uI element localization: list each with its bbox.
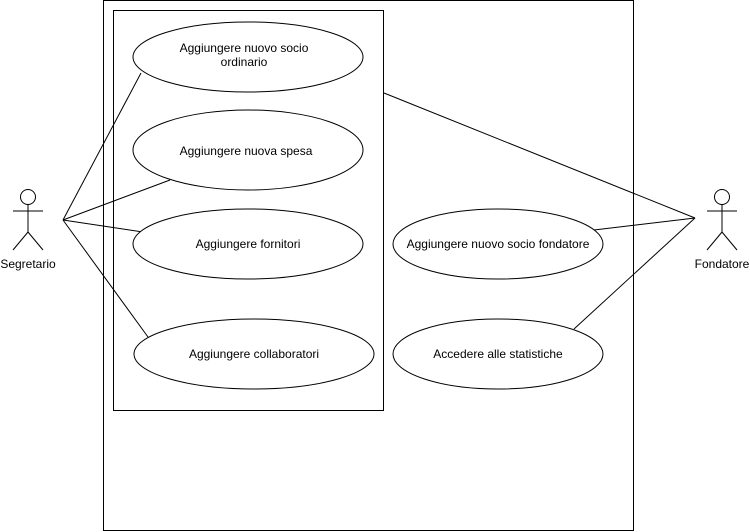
use-case-ellipse xyxy=(392,318,604,390)
association-segretario-nuovo-socio-ordinario xyxy=(62,72,142,221)
use-case-nuovo-socio-ordinario[interactable]: Aggiungere nuovo socio ordinario xyxy=(132,21,364,93)
use-case-nuova-spesa[interactable]: Aggiungere nuova spesa xyxy=(132,109,364,191)
actor-label: Segretario xyxy=(0,257,56,271)
use-case-label-line1: Aggiungere nuovo socio xyxy=(180,41,309,55)
stick-figure-icon xyxy=(12,189,44,251)
association-segretario-collaboratori xyxy=(62,219,149,338)
association-fondatore-nuovo-socio-fondatore xyxy=(593,217,696,231)
association-fondatore-statistiche xyxy=(573,217,696,330)
use-case-label: Aggiungere collaboratori xyxy=(189,347,319,361)
use-case-ellipse xyxy=(132,109,364,191)
use-case-statistiche[interactable]: Accedere alle statistiche xyxy=(392,318,604,390)
association-fondatore-group xyxy=(383,92,696,219)
stick-figure-icon xyxy=(706,189,738,251)
use-case-label: Aggiungere fornitori xyxy=(196,237,301,251)
use-case-label: Aggiungere nuova spesa xyxy=(180,144,313,158)
association-segretario-nuova-spesa xyxy=(62,179,171,221)
use-case-fornitori[interactable]: Aggiungere fornitori xyxy=(132,208,364,280)
associations xyxy=(62,72,696,338)
actor-fondatore[interactable]: Fondatore xyxy=(695,189,750,272)
association-segretario-fornitori xyxy=(62,219,144,233)
use-case-ellipse xyxy=(133,318,375,390)
actor-segretario[interactable]: Segretario xyxy=(0,189,56,272)
use-case-ellipse xyxy=(392,208,604,280)
use-case-nuovo-socio-fondatore[interactable]: Aggiungere nuovo socio fondatore xyxy=(392,208,604,280)
actor-label: Fondatore xyxy=(695,257,750,271)
use-case-label-line2: ordinario xyxy=(221,55,268,69)
use-case-label: Accedere alle statistiche xyxy=(433,347,563,361)
use-case-ellipse xyxy=(132,21,364,93)
use-case-ellipse xyxy=(132,208,364,280)
use-case-collaboratori[interactable]: Aggiungere collaboratori xyxy=(133,318,375,390)
use-case-label: Aggiungere nuovo socio fondatore xyxy=(407,237,590,251)
